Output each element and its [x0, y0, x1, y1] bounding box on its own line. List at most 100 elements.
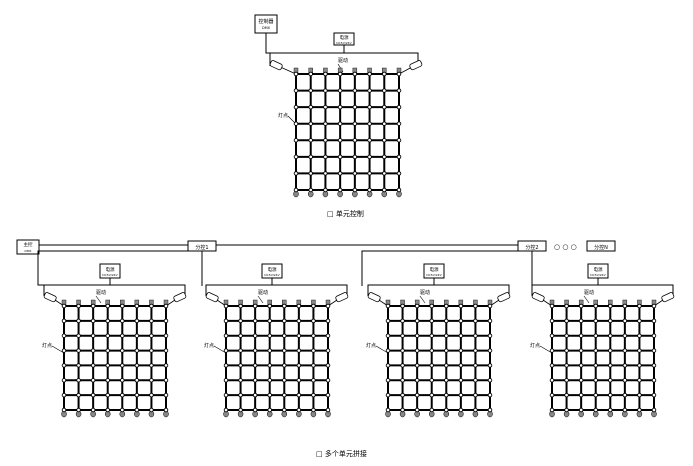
light-point-icon — [311, 378, 316, 383]
driver-connector-right-icon — [409, 60, 423, 71]
driver-pointer — [95, 295, 102, 304]
light-point-icon — [134, 303, 140, 309]
light-point-icon — [337, 187, 343, 193]
power-sublabel: DC5V/24V — [102, 273, 118, 277]
light-point-icon — [76, 348, 81, 353]
light-point-icon — [293, 88, 299, 93]
splitter2-feed-left — [361, 250, 518, 286]
light-point-icon — [120, 333, 125, 338]
light-point-icon — [414, 363, 420, 368]
light-point-icon — [76, 333, 81, 338]
light-point-icon — [400, 378, 405, 383]
light-point-icon — [549, 363, 555, 368]
light-point-icon — [487, 333, 493, 338]
driver-pointer — [419, 295, 426, 304]
light-point-icon — [325, 333, 331, 338]
light-point-icon — [282, 378, 287, 383]
power-bus-wire — [43, 284, 186, 296]
light-point-icon — [444, 303, 449, 309]
driver-connector-right-icon — [497, 292, 511, 303]
light-point-icon — [120, 363, 125, 368]
lights-label: 灯点 — [530, 342, 540, 349]
light-point-icon — [382, 71, 387, 77]
light-point-icon — [149, 333, 154, 338]
light-point-icon — [487, 318, 493, 324]
light-point-icon — [622, 348, 628, 353]
light-point-icon — [608, 333, 613, 338]
lights-pointer — [539, 345, 553, 354]
light-point-icon — [367, 187, 372, 193]
light-point-icon — [564, 363, 569, 368]
light-point-icon — [267, 318, 272, 324]
power-sublabel: DC5V/24V — [264, 273, 280, 277]
light-point-icon — [429, 363, 434, 368]
light-point-icon — [396, 187, 402, 193]
light-point-icon — [149, 318, 154, 324]
light-point-icon — [637, 407, 642, 413]
light-point-icon — [134, 363, 140, 368]
light-point-icon — [149, 348, 154, 353]
light-point-icon — [593, 363, 598, 368]
light-point-icon — [429, 378, 434, 383]
multi-unit-section: 主控 DMX 分控1 分控2 ○ ○ ○ 分控N 电源DC5V/24V驱动灯点 … — [16, 239, 675, 458]
light-point-icon — [296, 392, 302, 398]
power-box — [261, 263, 283, 279]
light-point-icon — [308, 121, 313, 126]
light-point-icon — [61, 348, 67, 353]
light-point-icon — [444, 318, 449, 324]
light-point-icon — [385, 318, 391, 324]
lights-label: 灯点 — [366, 342, 376, 349]
light-point-icon — [105, 407, 110, 413]
light-point-icon — [382, 154, 387, 160]
light-point-icon — [134, 348, 140, 353]
light-point-icon — [105, 303, 110, 309]
light-point-icon — [61, 378, 67, 383]
light-point-icon — [400, 318, 405, 324]
light-point-icon — [414, 318, 420, 324]
light-point-icon — [352, 138, 358, 143]
controller-label: 控制器 — [258, 18, 273, 25]
light-point-icon — [578, 392, 584, 398]
light-point-icon — [325, 378, 331, 383]
light-point-icon — [400, 363, 405, 368]
light-point-icon — [651, 363, 657, 368]
light-point-icon — [308, 171, 313, 176]
light-point-icon — [578, 333, 584, 338]
light-point-icon — [473, 392, 478, 398]
driver-label: 驱动 — [96, 289, 106, 296]
power-box — [99, 263, 121, 279]
light-point-icon — [252, 318, 258, 324]
light-point-icon — [593, 378, 598, 383]
light-point-icon — [578, 407, 584, 413]
light-point-icon — [325, 392, 331, 398]
power-sublabel: DC5V/24V — [590, 273, 606, 277]
light-point-icon — [282, 333, 287, 338]
light-point-icon — [61, 363, 67, 368]
light-point-icon — [578, 363, 584, 368]
light-point-icon — [293, 104, 299, 110]
light-point-icon — [238, 333, 243, 338]
light-point-icon — [296, 348, 302, 353]
light-point-icon — [593, 318, 598, 324]
light-point-icon — [385, 363, 391, 368]
light-point-icon — [444, 363, 449, 368]
light-point-icon — [325, 363, 331, 368]
light-point-icon — [296, 303, 302, 309]
light-point-icon — [414, 407, 420, 413]
power-bus-wire — [205, 284, 348, 296]
light-point-icon — [396, 121, 402, 126]
light-point-icon — [223, 407, 229, 413]
light-point-icon — [323, 71, 328, 77]
light-point-icon — [396, 138, 402, 143]
light-point-icon — [367, 171, 372, 176]
light-point-icon — [622, 363, 628, 368]
light-point-icon — [296, 378, 302, 383]
light-point-icon — [473, 333, 478, 338]
light-point-icon — [296, 407, 302, 413]
light-point-icon — [76, 303, 81, 309]
light-point-icon — [414, 303, 420, 309]
light-point-icon — [549, 318, 555, 324]
light-point-icon — [608, 392, 613, 398]
light-point-icon — [637, 363, 642, 368]
driver-connector-left-icon — [531, 292, 545, 303]
